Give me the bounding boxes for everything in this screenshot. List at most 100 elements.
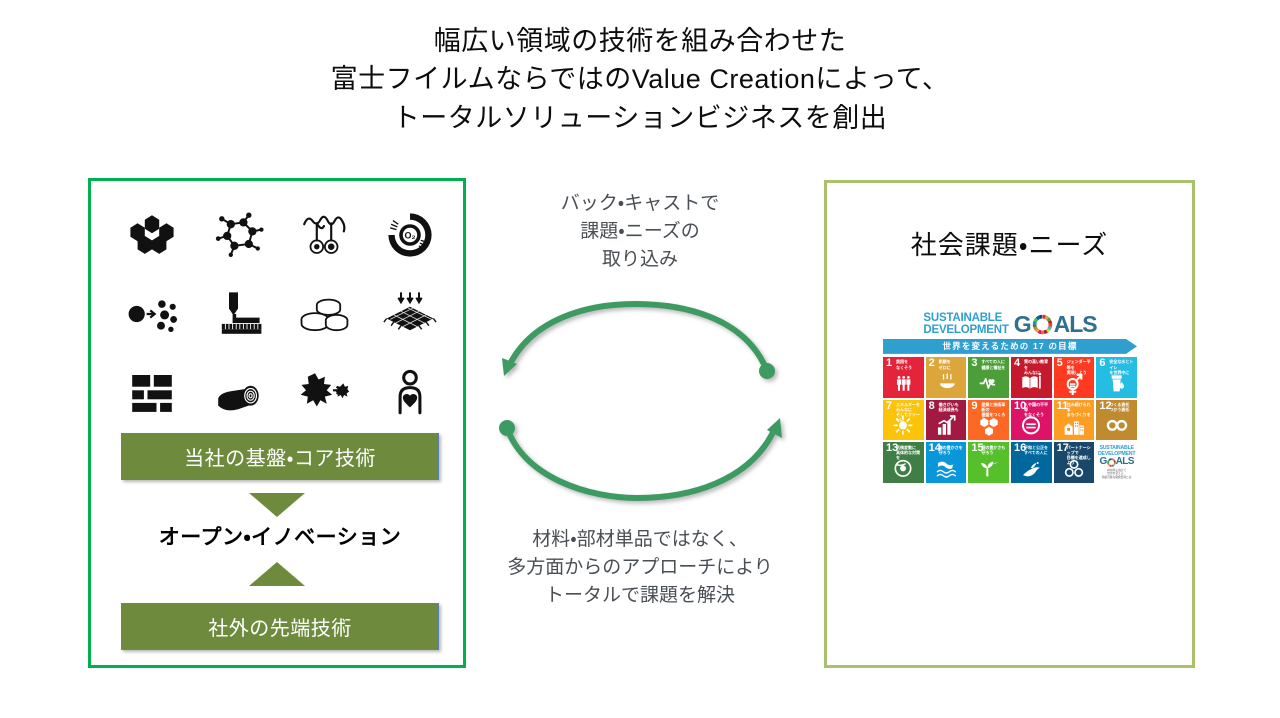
sdg-goal-glyph-13 — [894, 459, 912, 478]
sdg-goal-label: 人や国の不平等をなくそう — [1024, 402, 1048, 418]
total-solution-line-3: トータルで課題を解決 — [544, 585, 735, 607]
nanoparticle-hexagon-icon — [130, 214, 174, 254]
sdg-goal-glyph-1 — [897, 375, 911, 391]
svg-text:O₂: O₂ — [405, 230, 416, 240]
cycle-arrows-diagram — [499, 300, 782, 502]
total-solution-line-1: 材料・部材単品ではなく、 — [532, 529, 748, 550]
sdg-goal-glyph-11 — [1064, 421, 1085, 436]
sdg-logo-tile-line2: DEVELOPMENT — [1098, 450, 1136, 457]
sdg-goal-glyph-9 — [979, 418, 998, 437]
sdg-line-sustainable: SUSTAINABLE — [923, 312, 1003, 324]
molecular-structure-icon — [215, 212, 264, 257]
microarray-chip-icon — [383, 291, 437, 330]
sdg-goal-number: 1 — [886, 356, 893, 369]
sdg-goal-number: 8 — [928, 399, 935, 412]
sdg-goal-glyph-8 — [937, 415, 956, 436]
page-title-line-3: トータルソリューションビジネスを創出 — [392, 102, 888, 133]
back-cast-line-2: 課題・ニーズの — [580, 221, 700, 243]
sdg-wordmark-lines: SUSTAINABLE DEVELOPMENT — [923, 312, 1009, 337]
sdg-goal-label: 安全な水とトイレを世界中に — [1109, 359, 1134, 375]
sdg-logo-tile-footer: 2030年に向けて世界を変える、持続可能な開発目標とは — [1101, 468, 1132, 479]
sdg-goal-number: 3 — [971, 356, 978, 369]
oxygen-barrier-icon: O₂ — [388, 212, 432, 257]
sdg-goal-number: 16 — [1014, 442, 1027, 455]
arrow-down-triangle-icon — [249, 493, 305, 517]
page-title: 幅広い領域の技術を組み合わせた 富士フイルムならではのValue Creatio… — [0, 22, 1280, 137]
sdg-goal-number: 15 — [971, 442, 984, 455]
sdg-goal-glyph-6 — [1111, 375, 1124, 392]
coating-process-icon — [221, 291, 262, 334]
sdg-goal-glyph-12 — [1106, 420, 1127, 432]
sdg-goal-label: 住み続けられるまちづくりを — [1066, 402, 1091, 418]
sdg-goal-number: 6 — [1099, 356, 1106, 369]
sdg-goal-label: 陸の豊かさも守ろう — [981, 444, 1006, 455]
open-innovation-label: オープン・イノベーション — [158, 526, 402, 549]
sdg-goals-wordmark: G — [1014, 311, 1098, 338]
back-cast-line-3: 取り込み — [601, 249, 678, 271]
sdg-goal-number: 4 — [1014, 356, 1021, 369]
sdg-goal-number: 9 — [971, 399, 978, 412]
arrow-up-triangle-icon — [249, 562, 305, 586]
technology-icon-grid: O₂ — [109, 195, 453, 432]
sdg-goal-number: 17 — [1056, 442, 1069, 455]
sdg-goal-label: 働きがいも経済成長も — [938, 402, 959, 413]
sdg-goal-number: 10 — [1014, 399, 1027, 412]
sdg-goal-glyph-15 — [980, 461, 998, 477]
sdg-goal-tile-9: 9産業と技術革新の基盤をつくろう — [968, 399, 1009, 441]
sdg-goal-glyph-3 — [979, 377, 995, 389]
sdg-goal-glyph-10 — [1022, 416, 1041, 435]
multilayer-film-icon — [132, 374, 172, 412]
sdg-goal-glyph-16 — [1023, 462, 1041, 477]
sdg-poster: SUSTAINABLE DEVELOPMENT G — [883, 311, 1137, 483]
sdg-goal-label: 貧困をなくそう — [896, 359, 912, 370]
sdg-goal-label: 質の高い教育をみんなに — [1024, 359, 1048, 375]
social-issues-panel: 社会課題・ニーズ SUSTAINABLE DEVELOPMENT G — [824, 180, 1195, 668]
sdg-line-development: DEVELOPMENT — [923, 323, 1009, 336]
film-roll-icon — [218, 385, 259, 410]
sdg-banner: 世界を変えるための 17 の目標 — [883, 339, 1137, 354]
polymer-chain-icon — [303, 215, 346, 254]
sdg-goal-glyph-7 — [893, 416, 913, 436]
sdg-goals-als: ALS — [1053, 311, 1098, 338]
core-technology-box: 当社の基盤・コア技術 — [121, 433, 439, 480]
total-solution-line-2: 多方面からのアプローチにより — [507, 557, 773, 579]
sdg-goal-glyph-17 — [1064, 460, 1084, 478]
petri-dish-culture-icon — [300, 298, 349, 331]
arrow-curved-right — [499, 418, 782, 502]
sdg-logo-tile-line1: SUSTAINABLE — [1099, 445, 1135, 452]
sdg-goal-number: 11 — [1056, 399, 1069, 412]
sdg-goal-number: 12 — [1099, 399, 1112, 412]
sdg-goal-label: すべての人に健康と福祉を — [981, 359, 1006, 370]
back-cast-line-1: バック・キャストで — [560, 193, 720, 214]
sdg-logo: SUSTAINABLE DEVELOPMENT G — [883, 311, 1137, 354]
sdg-goal-glyph-2 — [939, 373, 955, 388]
sdg-goal-label: ジェンダー平等を実現しよう — [1066, 359, 1091, 375]
social-issues-title: 社会課題・ニーズ — [910, 230, 1109, 260]
arrow-curved-left — [502, 300, 775, 379]
technology-panel: O₂ — [88, 178, 466, 668]
sdg-goal-label: エネルギーをみんなにそしてクリーンに — [896, 402, 920, 423]
sdg-goal-label: つくる責任つかう責任 — [1109, 402, 1130, 413]
page-title-line-1: 幅広い領域の技術を組み合わせた — [433, 26, 847, 56]
particle-size-reduction-icon — [300, 372, 350, 406]
sdg-color-wheel-icon — [1106, 458, 1116, 467]
sdg-goal-glyph-14 — [936, 461, 957, 478]
external-technology-label: 社外の先端技術 — [208, 618, 352, 640]
sdg-goal-glyph-5 — [1066, 373, 1083, 395]
sdg-goal-glyph-4 — [1022, 372, 1042, 389]
back-cast-text: バック・キャストで 課題・ニーズの 取り込み — [480, 190, 800, 274]
external-technology-box: 社外の先端技術 — [121, 603, 439, 650]
page-title-line-2: 富士フイルムならではのValue Creationによって、 — [330, 64, 950, 95]
core-technology-label: 当社の基盤・コア技術 — [184, 448, 376, 470]
